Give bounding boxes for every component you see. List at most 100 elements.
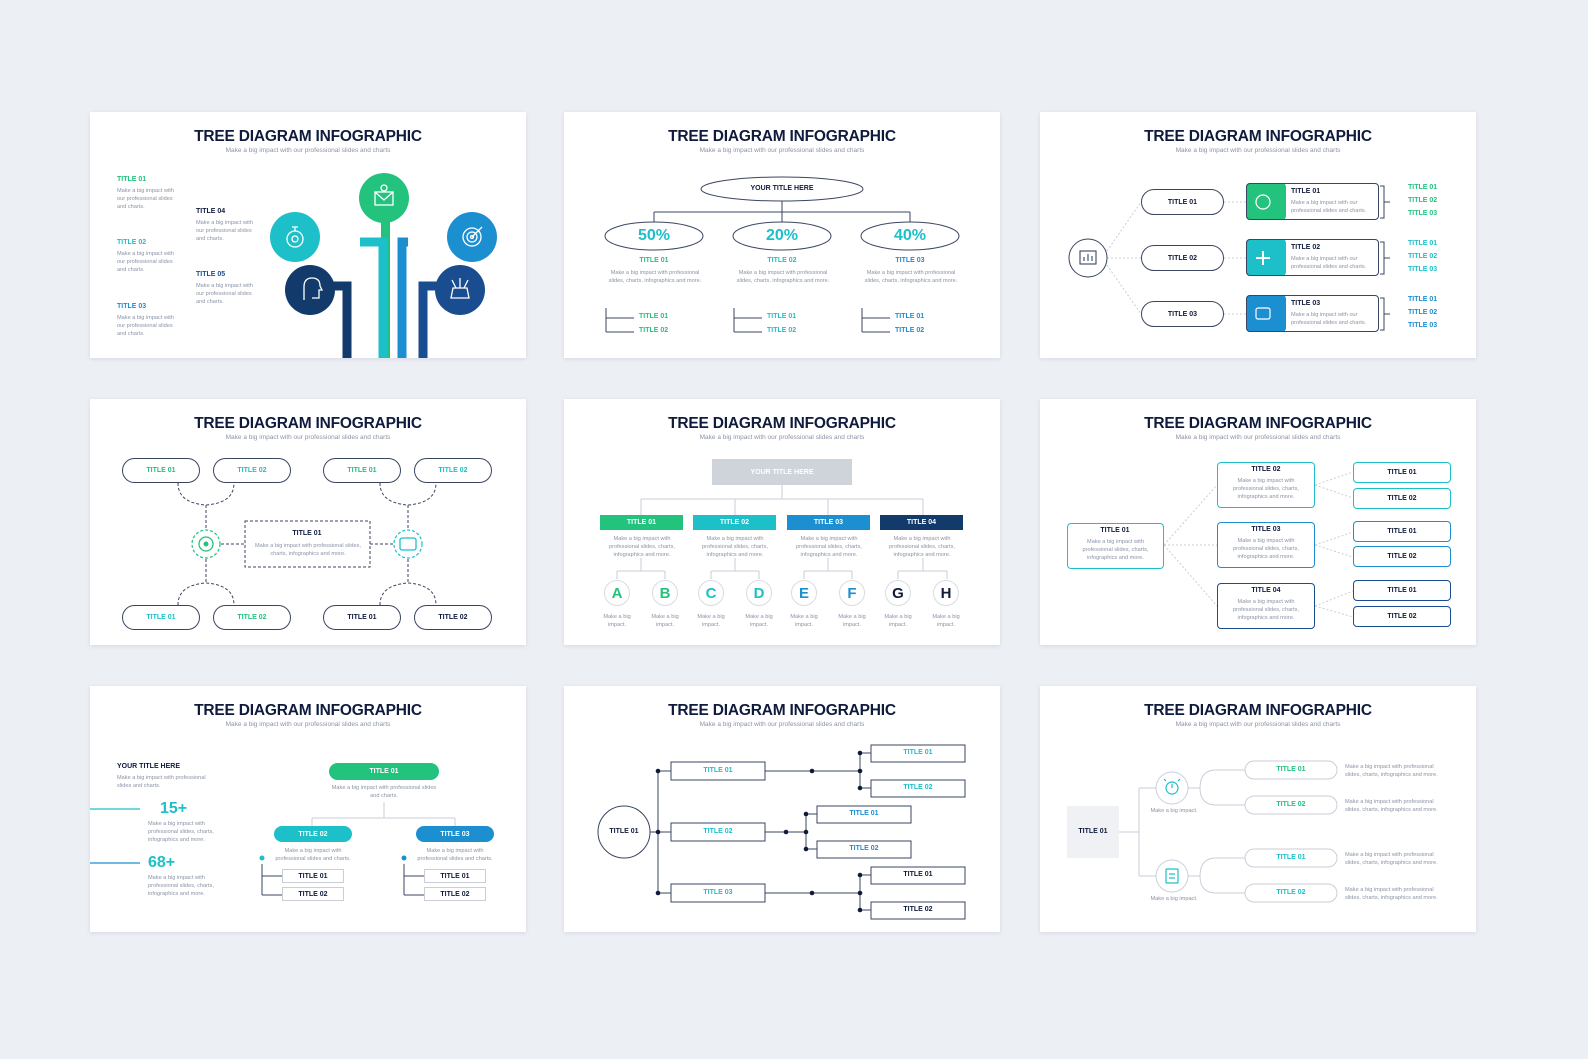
leaf-desc: Make a big impact with professional slid… [1345, 887, 1438, 902]
node: TITLE 01 [122, 458, 200, 483]
leaf-label: TITLE 02 [1276, 801, 1306, 808]
leaf-label: TITLE 01 [1276, 766, 1306, 773]
branch-desc: Make a big impact with professional slid… [796, 536, 862, 559]
leaf-label: TITLE 02 [849, 845, 879, 852]
level1-node: TITLE 01 [1141, 189, 1224, 215]
branch-desc: Make a big impact with professional slid… [1233, 599, 1299, 622]
leaf-desc: Make a big impact. [745, 614, 773, 629]
leaf-title: TITLE 01 [895, 313, 925, 320]
card-desc: Make a big impact with our professional … [1291, 200, 1367, 215]
tree-lines [597, 744, 966, 920]
icon-desc: Make a big impact. [1150, 808, 1198, 814]
level1-node: TITLE 03 [1141, 301, 1224, 327]
card-title: TITLE 02 [1291, 244, 1321, 251]
slide-title: TREE DIAGRAM INFOGRAPHIC [194, 128, 422, 145]
branch-title: TITLE 03 [1251, 526, 1281, 533]
leaf-desc: Make a big impact with professional slid… [1345, 764, 1438, 779]
level2-card [1246, 183, 1379, 220]
leaf-desc: Make a big impact with professional slid… [1345, 852, 1438, 867]
leaf-desc: Make a big impact. [932, 614, 960, 629]
slide-subtitle: Make a big impact with our professional … [1175, 434, 1341, 441]
percent-value: 40% [893, 227, 927, 244]
tree-lines [1163, 471, 1354, 618]
level1-node: TITLE 02 [1141, 245, 1224, 271]
slide-5: TREE DIAGRAM INFOGRAPHIC Make a big impa… [564, 399, 1000, 645]
item-title: TITLE 01 [117, 176, 147, 183]
leaf-letter: F [839, 580, 865, 606]
tree-lines [177, 482, 437, 606]
branch-label: TITLE 02 [703, 828, 733, 835]
branch-desc: Make a big impact with professional slid… [1233, 478, 1299, 501]
leaf-label: TITLE 01 [849, 810, 879, 817]
leaf-title: TITLE 03 [1408, 266, 1438, 273]
leaf-title: TITLE 02 [1408, 253, 1438, 260]
branch-desc: Make a big impact with professional slid… [736, 270, 830, 285]
leaf-label: TITLE 01 [1276, 854, 1306, 861]
slide-title: TREE DIAGRAM INFOGRAPHIC [194, 415, 422, 432]
center-title: TITLE 01 [292, 530, 322, 537]
branch-title: TITLE 02 [767, 257, 797, 264]
item-desc: Make a big impact with our professional … [196, 283, 253, 306]
leaf-letter: D [746, 580, 772, 606]
leaf-title: TITLE 01 [1408, 240, 1438, 247]
leaf-title: TITLE 01 [767, 313, 797, 320]
stat-value: 15+ [160, 800, 188, 817]
slide-title: TREE DIAGRAM INFOGRAPHIC [1144, 415, 1372, 432]
leaf-title: TITLE 01 [639, 313, 669, 320]
branch-desc: Make a big impact with professional slid… [417, 848, 493, 863]
percent-value: 20% [765, 227, 799, 244]
tree-lines [1068, 183, 1390, 332]
branch-title: TITLE 04 [1251, 587, 1281, 594]
node: TITLE 02 [414, 605, 492, 630]
leaf-title: TITLE 02 [767, 327, 797, 334]
branch-label: TITLE 01 [703, 767, 733, 774]
leaf-node: TITLE 01 [1353, 521, 1451, 542]
leaf-desc: Make a big impact. [790, 614, 818, 629]
item-title: TITLE 04 [196, 208, 226, 215]
root-title: TITLE 01 [1100, 527, 1130, 534]
leaf-desc: Make a big impact with professional slid… [1345, 799, 1438, 814]
slide-subtitle: Make a big impact with our professional … [225, 434, 391, 441]
root-desc: Make a big impact with professional slid… [1082, 539, 1149, 562]
slide-subtitle: Make a big impact with our professional … [225, 721, 391, 728]
branch-title: TITLE 03 [895, 257, 925, 264]
root-node-label: TITLE 01 [609, 828, 639, 835]
percent-value: 50% [637, 227, 671, 244]
branch-node: TITLE 03 [416, 826, 494, 842]
leaf-title: TITLE 02 [895, 327, 925, 334]
branch-node: TITLE 03 [787, 515, 870, 530]
node: TITLE 01 [323, 458, 401, 483]
node: TITLE 02 [414, 458, 492, 483]
slide-title: TREE DIAGRAM INFOGRAPHIC [1144, 702, 1372, 719]
card-title: TITLE 01 [1291, 188, 1321, 195]
slide-8: TREE DIAGRAM INFOGRAPHIC Make a big impa… [564, 686, 1000, 932]
branch-title: TITLE 01 [639, 257, 669, 264]
root-card [1067, 523, 1164, 569]
leaf-node: TITLE 02 [424, 887, 486, 901]
tree-lines [90, 802, 456, 896]
leaf-title: TITLE 01 [1408, 184, 1438, 191]
branch-desc: Make a big impact with professional slid… [609, 536, 675, 559]
leaf-title: TITLE 02 [1408, 309, 1438, 316]
slide-title: TREE DIAGRAM INFOGRAPHIC [1144, 128, 1372, 145]
slide-subtitle: Make a big impact with our professional … [699, 721, 865, 728]
leaf-desc: Make a big impact. [651, 614, 679, 629]
branch-node: TITLE 02 [693, 515, 776, 530]
item-desc: Make a big impact with our professional … [117, 188, 174, 211]
item-title: TITLE 05 [196, 271, 226, 278]
leaf-label: TITLE 01 [903, 871, 933, 878]
slide-subtitle: Make a big impact with our professional … [699, 434, 865, 441]
branch-desc: Make a big impact with professional slid… [702, 536, 768, 559]
card-desc: Make a big impact with our professional … [1291, 256, 1367, 271]
leaf-title: TITLE 03 [1408, 322, 1438, 329]
leaf-title: TITLE 02 [1408, 197, 1438, 204]
leaf-letter: G [885, 580, 911, 606]
intro-title: YOUR TITLE HERE [117, 763, 181, 770]
leaf-node: TITLE 02 [282, 887, 344, 901]
slide-subtitle: Make a big impact with our professional … [1175, 721, 1341, 728]
leaf-label: TITLE 02 [903, 906, 933, 913]
node: TITLE 01 [122, 605, 200, 630]
root-desc: Make a big impact with professional slid… [331, 785, 437, 800]
leaf-desc: Make a big impact. [603, 614, 631, 629]
branch-node: TITLE 01 [600, 515, 683, 530]
